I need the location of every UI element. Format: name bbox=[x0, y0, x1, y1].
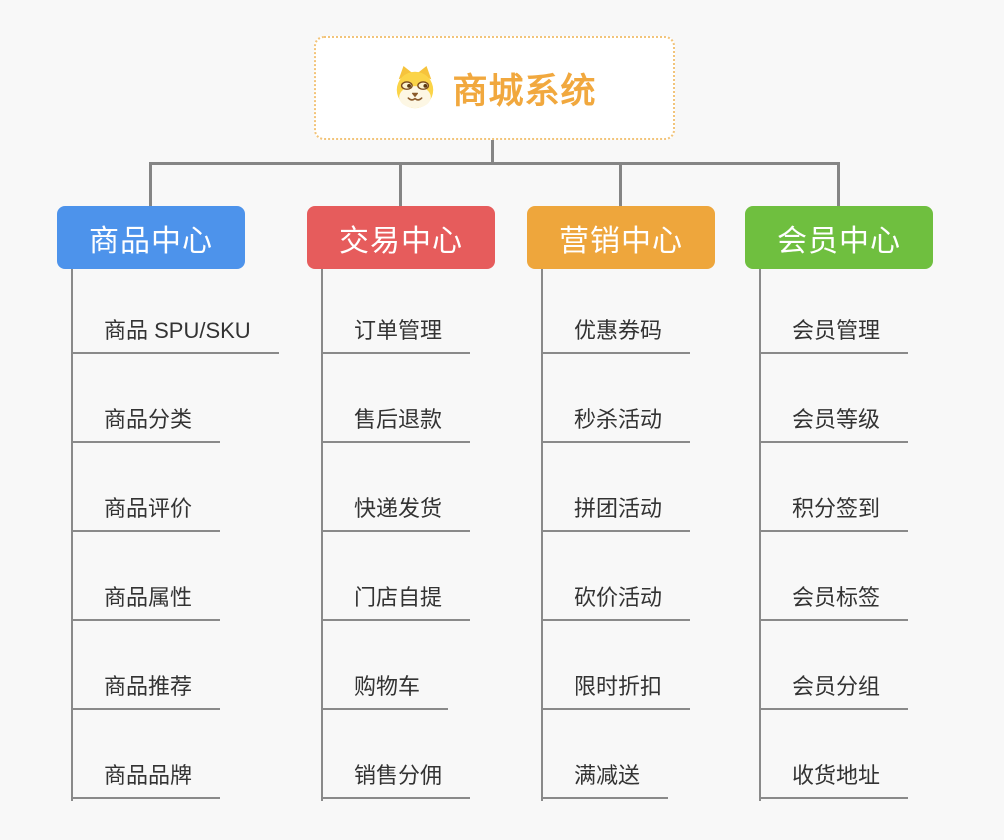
child-node-label[interactable]: 售后退款 bbox=[321, 402, 471, 443]
branch-header-label: 商品中心 bbox=[89, 224, 213, 258]
branch-drop-line bbox=[837, 162, 840, 206]
child-node: 会员标签 bbox=[759, 532, 909, 621]
child-node: 满减送 bbox=[541, 710, 690, 799]
branch-children: 会员管理 会员等级 积分签到 会员标签 会员分组 收货地址 bbox=[759, 269, 909, 799]
branch-drop-line bbox=[619, 162, 622, 206]
branch-header-label: 会员中心 bbox=[777, 224, 901, 258]
branch-product-center: 商品中心 商品 SPU/SKU 商品分类 商品评价 商品属性 商品推荐 商品品牌 bbox=[57, 206, 297, 801]
branch-header-product-center[interactable]: 商品中心 bbox=[57, 206, 245, 269]
branch-member-center: 会员中心 会员管理 会员等级 积分签到 会员标签 会员分组 收货地址 bbox=[745, 206, 985, 801]
child-node-label[interactable]: 商品 SPU/SKU bbox=[71, 313, 279, 354]
child-node-label[interactable]: 购物车 bbox=[321, 669, 449, 710]
child-node-label[interactable]: 订单管理 bbox=[321, 313, 471, 354]
child-node: 砍价活动 bbox=[541, 532, 691, 621]
child-node: 商品 SPU/SKU bbox=[71, 269, 279, 354]
child-node-label[interactable]: 销售分佣 bbox=[321, 758, 471, 799]
root-connector-line bbox=[491, 140, 494, 165]
horizontal-connector-line bbox=[149, 162, 840, 165]
child-node-label[interactable]: 优惠券码 bbox=[541, 313, 691, 354]
child-node-label[interactable]: 满减送 bbox=[541, 758, 669, 799]
child-node: 会员管理 bbox=[759, 269, 909, 354]
child-node: 商品推荐 bbox=[71, 621, 279, 710]
child-node-label[interactable]: 秒杀活动 bbox=[541, 402, 691, 443]
dog-face-icon bbox=[397, 65, 434, 109]
child-node: 商品分类 bbox=[71, 354, 279, 443]
root-node-label: 商城系统 bbox=[452, 71, 597, 111]
branch-children: 商品 SPU/SKU 商品分类 商品评价 商品属性 商品推荐 商品品牌 bbox=[71, 269, 279, 799]
child-node-label[interactable]: 商品推荐 bbox=[71, 669, 221, 710]
child-node: 拼团活动 bbox=[541, 443, 691, 532]
branch-header-trade-center[interactable]: 交易中心 bbox=[307, 206, 495, 269]
branch-header-marketing-center[interactable]: 营销中心 bbox=[527, 206, 715, 269]
branch-drop-line bbox=[149, 162, 152, 206]
child-node-label[interactable]: 会员等级 bbox=[759, 402, 909, 443]
child-node-label[interactable]: 会员分组 bbox=[759, 669, 909, 710]
branch-children: 优惠券码 秒杀活动 拼团活动 砍价活动 限时折扣 满减送 bbox=[541, 269, 691, 799]
branch-trunk-line bbox=[321, 269, 323, 801]
child-node-label[interactable]: 限时折扣 bbox=[541, 669, 691, 710]
child-node-label[interactable]: 快递发货 bbox=[321, 491, 471, 532]
child-node-label[interactable]: 会员标签 bbox=[759, 580, 909, 621]
branch-drop-line bbox=[399, 162, 402, 206]
child-node: 秒杀活动 bbox=[541, 354, 691, 443]
branch-header-label: 交易中心 bbox=[339, 224, 463, 258]
branch-trunk-line bbox=[541, 269, 543, 801]
child-node: 销售分佣 bbox=[321, 710, 471, 799]
child-node: 商品品牌 bbox=[71, 710, 279, 799]
child-node-label[interactable]: 砍价活动 bbox=[541, 580, 691, 621]
child-node-label[interactable]: 拼团活动 bbox=[541, 491, 691, 532]
child-node-label[interactable]: 门店自提 bbox=[321, 580, 471, 621]
child-node: 会员等级 bbox=[759, 354, 909, 443]
root-node-mall-system[interactable]: 商城系统 bbox=[314, 36, 675, 140]
child-node: 会员分组 bbox=[759, 621, 909, 710]
child-node: 积分签到 bbox=[759, 443, 909, 532]
child-node-label[interactable]: 积分签到 bbox=[759, 491, 909, 532]
child-node-label[interactable]: 会员管理 bbox=[759, 313, 909, 354]
child-node-label[interactable]: 商品属性 bbox=[71, 580, 221, 621]
branch-trunk-line bbox=[759, 269, 761, 801]
child-node-label[interactable]: 商品品牌 bbox=[71, 758, 221, 799]
child-node: 购物车 bbox=[321, 621, 470, 710]
child-node: 限时折扣 bbox=[541, 621, 691, 710]
branch-marketing-center: 营销中心 优惠券码 秒杀活动 拼团活动 砍价活动 限时折扣 满减送 bbox=[527, 206, 767, 801]
branch-header-member-center[interactable]: 会员中心 bbox=[745, 206, 933, 269]
child-node-label[interactable]: 商品分类 bbox=[71, 402, 221, 443]
branch-trade-center: 交易中心 订单管理 售后退款 快递发货 门店自提 购物车 销售分佣 bbox=[307, 206, 547, 801]
branch-children: 订单管理 售后退款 快递发货 门店自提 购物车 销售分佣 bbox=[321, 269, 471, 799]
branch-header-label: 营销中心 bbox=[559, 224, 683, 258]
child-node: 订单管理 bbox=[321, 269, 471, 354]
child-node: 优惠券码 bbox=[541, 269, 691, 354]
child-node-label[interactable]: 商品评价 bbox=[71, 491, 221, 532]
child-node-label[interactable]: 收货地址 bbox=[759, 758, 909, 799]
child-node: 售后退款 bbox=[321, 354, 471, 443]
child-node: 快递发货 bbox=[321, 443, 471, 532]
child-node: 商品属性 bbox=[71, 532, 279, 621]
child-node: 收货地址 bbox=[759, 710, 909, 799]
branch-trunk-line bbox=[71, 269, 73, 801]
child-node: 门店自提 bbox=[321, 532, 471, 621]
child-node: 商品评价 bbox=[71, 443, 279, 532]
